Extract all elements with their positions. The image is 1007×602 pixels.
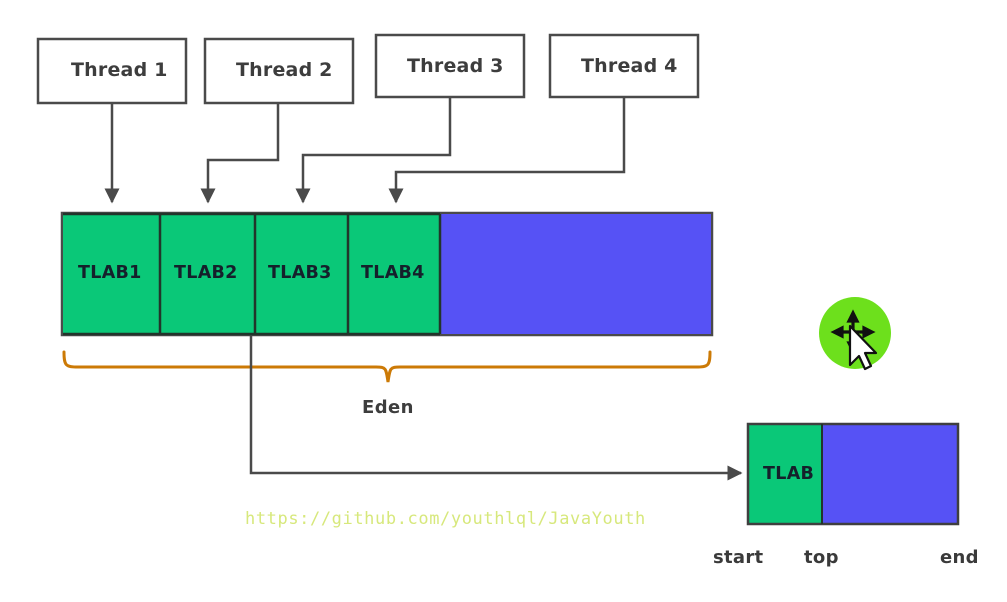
marker-label-start: start [713,547,764,568]
thread-box-4[interactable] [548,33,700,99]
github-url-watermark: https://github.com/youthlql/JavaYouth [245,509,646,529]
thread-box-2-label: Thread 2 [236,59,333,81]
tlab2-block[interactable] [160,214,255,334]
tlab2-label: TLAB2 [174,263,238,283]
connector-thread3-to-tlab3 [295,97,452,204]
thread-box-group [36,33,700,105]
tlab-detail-green-part[interactable] [748,424,822,524]
tlab3-label: TLAB3 [268,263,332,283]
thread-box-1[interactable] [36,37,188,105]
connector-thread2-to-tlab2 [200,103,280,204]
connector-tlab-to-detail [249,336,743,481]
thread-box-4-label: Thread 4 [581,55,678,77]
thread-box-1-label: Thread 1 [71,59,168,81]
tlab1-label: TLAB1 [78,263,142,283]
marker-label-top: top [804,547,839,568]
tlab-detail-blue-part[interactable] [822,424,958,524]
eden-free-block[interactable] [440,214,711,334]
tlab4-block[interactable] [348,214,440,334]
tlab1-block[interactable] [63,214,160,334]
marker-label-end: end [940,547,979,568]
tlab-detail-label: TLAB [763,464,815,484]
thread-box-2[interactable] [203,37,355,105]
thread-box-3-label: Thread 3 [407,55,504,77]
tlab-detail-frame [746,422,960,526]
eden-brace [62,350,712,383]
tlab4-label: TLAB4 [361,263,425,283]
eden-label: Eden [362,397,414,418]
eden-bar-segments [63,212,711,336]
tlab3-block[interactable] [255,214,348,334]
connector-thread4-to-tlab4 [388,97,626,204]
tlab-detail-group [746,422,960,526]
